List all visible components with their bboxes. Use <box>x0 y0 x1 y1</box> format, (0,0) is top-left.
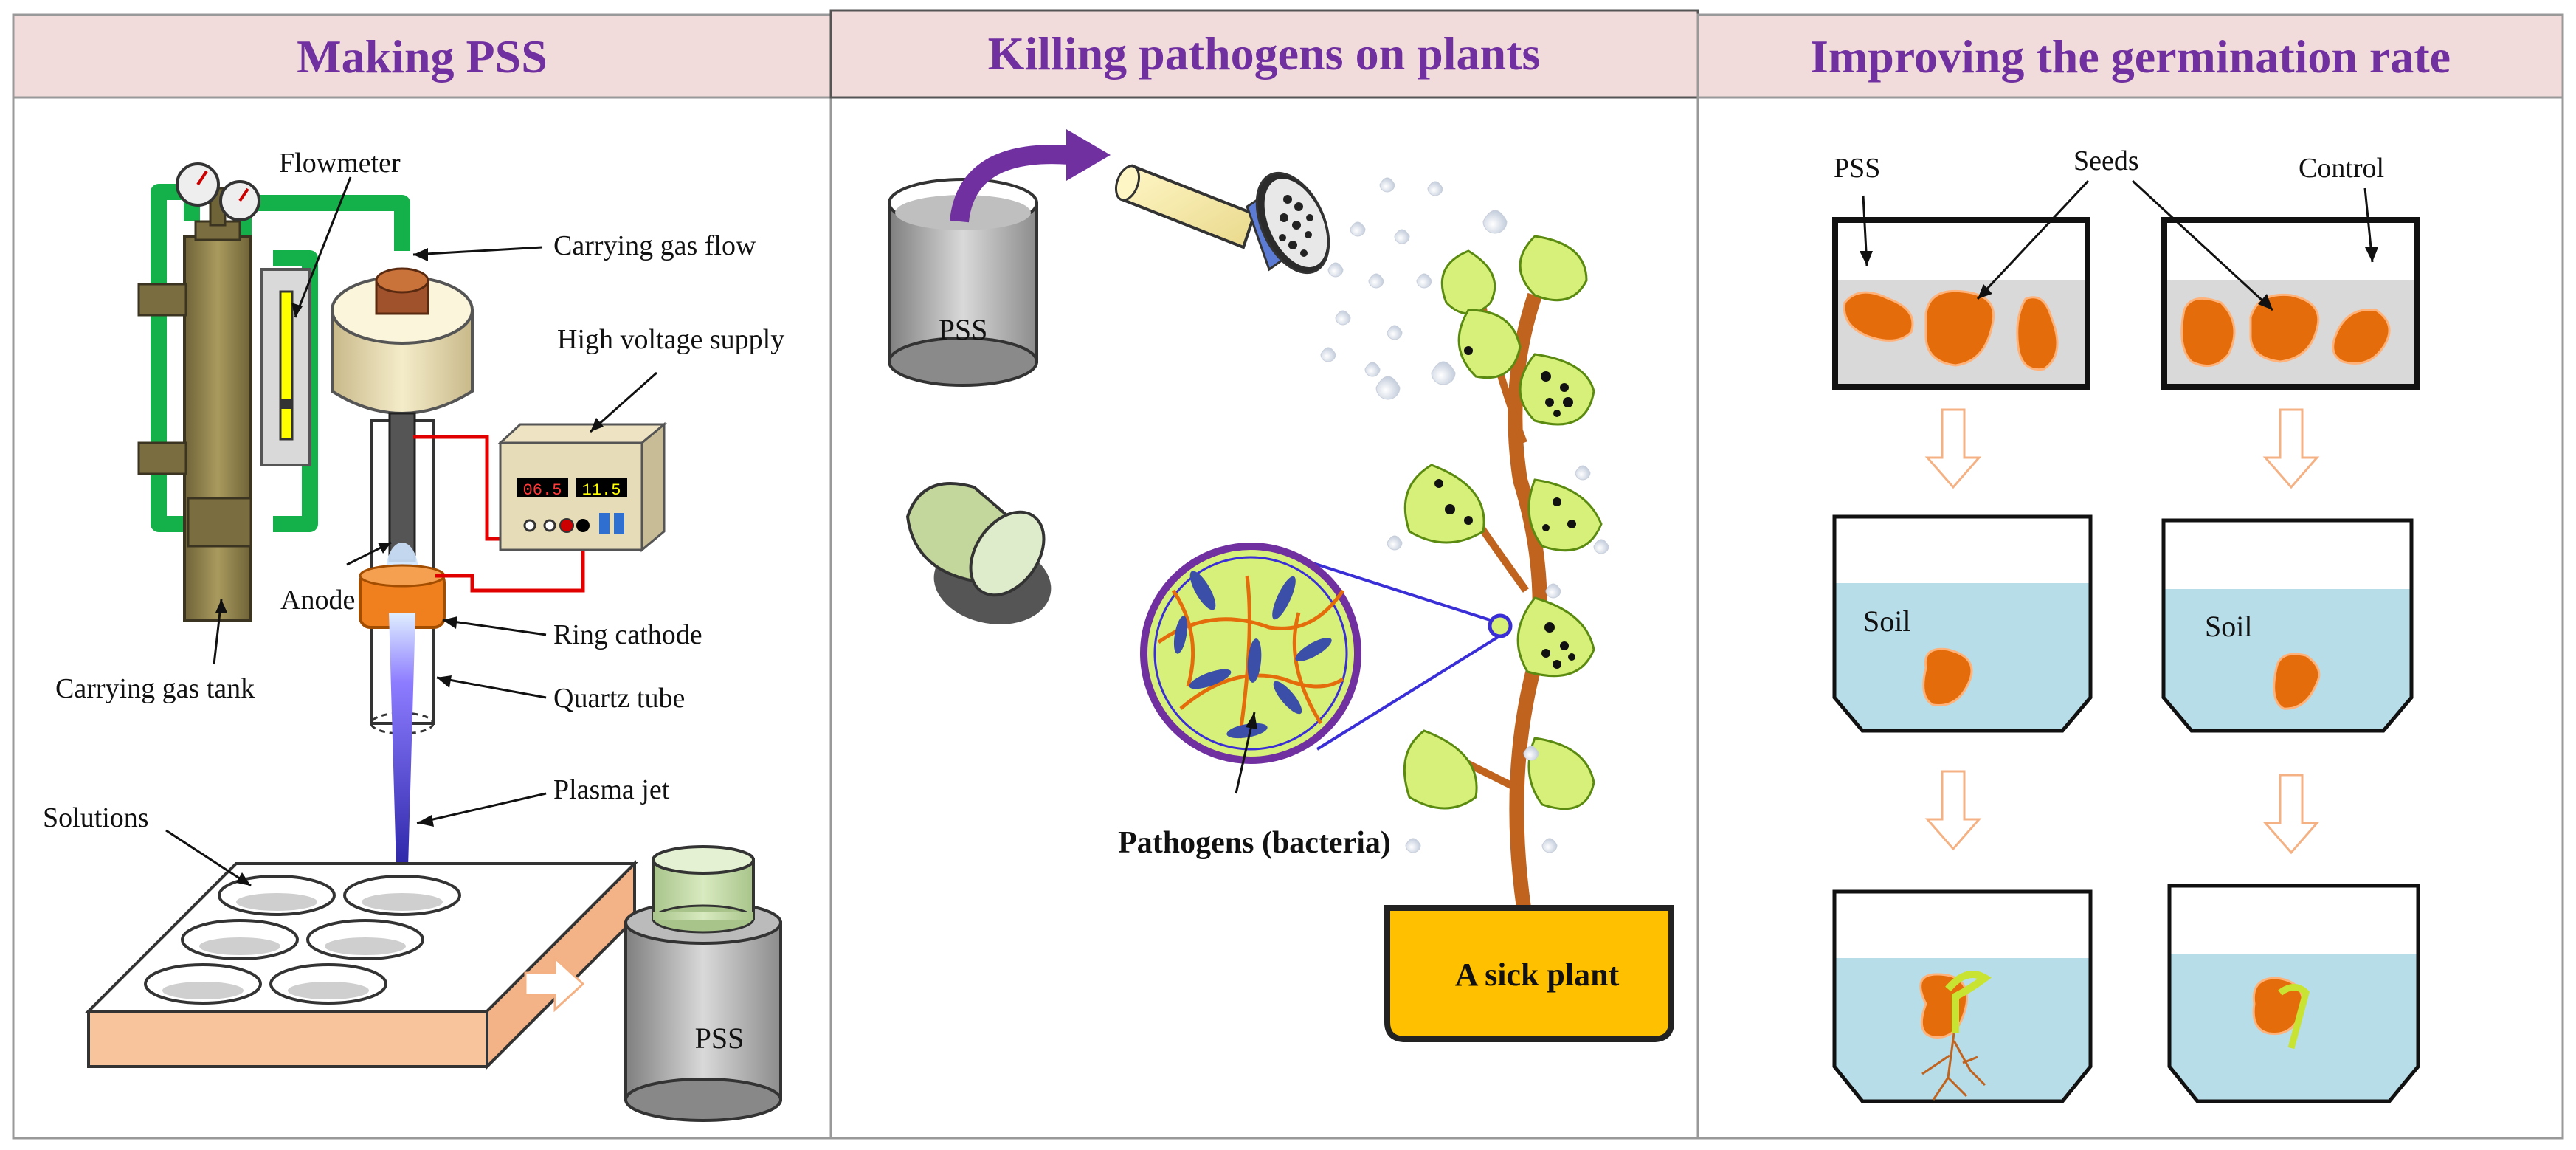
label-control: Control <box>2299 153 2384 184</box>
sick-plant-icon <box>1384 235 1674 1042</box>
arrow-purple-icon <box>950 145 1071 223</box>
arrow-down-icon <box>1924 408 1982 489</box>
label-anode: Anode <box>280 585 355 616</box>
germinated-pot-pss <box>1832 889 2093 1103</box>
label-pss: PSS <box>1834 153 1880 184</box>
arrow-down-icon <box>2262 774 2320 855</box>
arrow-right-icon <box>524 955 585 1013</box>
arrow-purple-head <box>1066 129 1111 181</box>
label-carrying-gas-tank: Carrying gas tank <box>55 673 255 704</box>
down-arrows <box>1924 408 2320 855</box>
high-voltage-supply-icon: 06.5 11.5 <box>497 421 668 553</box>
label-high-voltage-supply: High voltage supply <box>557 324 784 355</box>
pss-beaker-icon <box>888 178 1038 387</box>
sprayer-icon <box>1114 164 1330 275</box>
pss-can-icon <box>624 845 782 1122</box>
panel-title-making-pss: Making PSS <box>297 30 548 83</box>
well-plate-icon <box>85 860 638 1070</box>
pointer-heads <box>215 248 604 886</box>
label-ring-cathode: Ring cathode <box>553 619 702 650</box>
label-plasma-jet: Plasma jet <box>553 774 670 805</box>
magnified-pathogen-view <box>1140 543 1503 794</box>
plasma-reactor <box>331 267 474 893</box>
label-carrying-gas-flow: Carrying gas flow <box>553 230 756 261</box>
pss-can-label: PSS <box>695 1022 745 1055</box>
panel-killing-pathogens: PSS <box>888 129 1674 1042</box>
label-sick-plant: A sick plant <box>1455 957 1620 993</box>
pss-beaker-label: PSS <box>939 313 988 346</box>
label-soil-right: Soil <box>2205 610 2252 643</box>
display-left: 06.5 <box>523 481 562 500</box>
label-soil-left: Soil <box>1863 605 1910 638</box>
panel-frames <box>12 9 2564 1140</box>
seeds <box>1843 289 2391 371</box>
label-seeds: Seeds <box>2073 145 2139 176</box>
gas-tank-icon <box>137 162 260 622</box>
arrow-down-icon <box>2262 408 2320 489</box>
panel-title-killing-pathogens: Killing pathogens on plants <box>988 27 1541 80</box>
panel-germination: PSS Seeds Control <box>1832 145 2420 1103</box>
spray-droplets <box>1320 177 1508 400</box>
label-pathogens: Pathogens (bacteria) <box>1118 826 1391 860</box>
germinated-pot-control <box>2167 884 2420 1103</box>
label-quartz-tube: Quartz tube <box>553 683 685 714</box>
label-solutions: Solutions <box>43 802 149 833</box>
display-right: 11.5 <box>582 481 621 500</box>
label-flowmeter: Flowmeter <box>279 148 401 179</box>
cap-icon <box>905 482 1052 624</box>
arrow-down-icon <box>1924 770 1982 851</box>
panel-title-germination: Improving the germination rate <box>1810 30 2451 83</box>
panel-making-pss: 06.5 11.5 <box>43 148 784 1122</box>
label-pointers <box>165 176 657 887</box>
